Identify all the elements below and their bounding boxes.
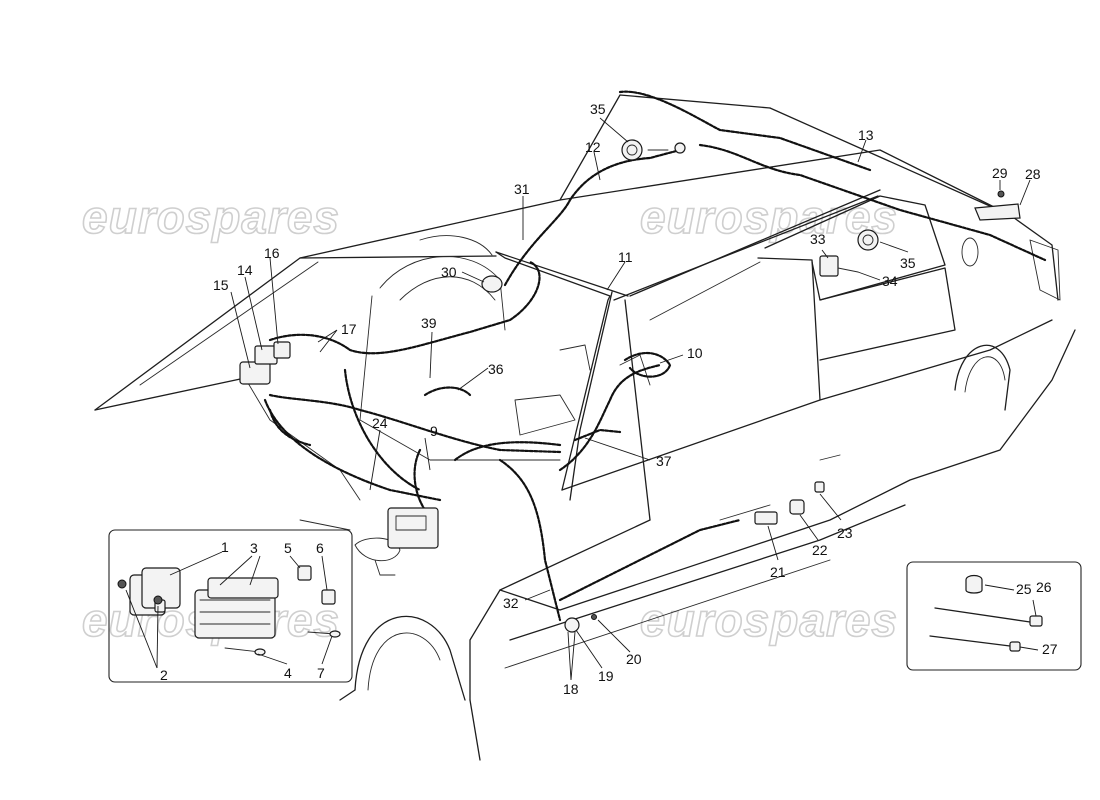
callout-36: 36 [488, 361, 504, 377]
relay-5 [297, 565, 312, 581]
callout-6: 6 [316, 540, 324, 556]
leader-lines [125, 117, 1039, 681]
callout-1: 1 [221, 539, 229, 555]
callout-24: 24 [372, 415, 388, 431]
callout-34: 34 [882, 273, 898, 289]
car-body [94, 94, 1076, 761]
callout-12: 12 [585, 139, 601, 155]
relay-33 [819, 255, 839, 277]
callout-7: 7 [317, 665, 325, 681]
callout-19: 19 [598, 668, 614, 684]
callout-22: 22 [812, 542, 828, 558]
callout-39: 39 [421, 315, 437, 331]
callout-29: 29 [992, 165, 1008, 181]
inset-box-right [906, 561, 1082, 671]
connector-21 [754, 511, 778, 525]
callout-35-rear: 35 [900, 255, 916, 271]
screw-2b [153, 595, 163, 605]
callout-11: 11 [618, 249, 633, 265]
callout-4: 4 [284, 665, 292, 681]
callout-25: 25 [1016, 581, 1032, 597]
watermark-top-left: eurospares [82, 191, 340, 243]
callout-15: 15 [213, 277, 229, 293]
watermark-group: eurospares eurospares eurospares eurospa… [81, 190, 898, 647]
watermark-bottom-right: eurospares [640, 594, 898, 646]
callout-16: 16 [264, 245, 280, 261]
inset-box-left [108, 529, 353, 683]
callout-37: 37 [656, 453, 672, 469]
callout-27: 27 [1042, 641, 1058, 657]
inset-ties [906, 561, 1082, 671]
lamp-35-rear [857, 229, 879, 251]
watermark-top-right: eurospares [640, 191, 898, 243]
components [239, 139, 1021, 633]
callout-labels: 1 2 3 4 5 6 7 9 10 11 12 13 14 15 16 17 … [160, 101, 1058, 697]
callout-28: 28 [1025, 166, 1041, 182]
callout-20: 20 [626, 651, 642, 667]
callout-2: 2 [160, 667, 168, 683]
relay-16 [273, 341, 291, 359]
callout-9: 9 [430, 423, 438, 439]
lamp-35-front [621, 139, 643, 161]
switch-23 [814, 481, 825, 493]
tie-27 [1009, 641, 1021, 652]
screw-2a [117, 579, 127, 589]
terminal-7 [329, 630, 341, 638]
callout-33: 33 [810, 231, 826, 247]
callout-14: 14 [237, 262, 253, 278]
callout-5: 5 [284, 540, 292, 556]
wiring-harness [263, 90, 1047, 622]
callout-23: 23 [837, 525, 853, 541]
callout-30: 30 [441, 264, 457, 280]
callout-26: 26 [1036, 579, 1052, 595]
callout-18: 18 [563, 681, 579, 697]
screw-20 [591, 614, 597, 620]
callout-21: 21 [770, 564, 786, 580]
inset-connectors [108, 529, 353, 683]
switch-22 [789, 499, 805, 515]
callout-13: 13 [858, 127, 874, 143]
callout-35-front: 35 [590, 101, 606, 117]
tie-26 [1029, 615, 1043, 627]
callout-3: 3 [250, 540, 258, 556]
terminal-4 [254, 648, 266, 656]
clip-25 [965, 574, 983, 594]
lamp-28 [974, 203, 1021, 221]
control-unit-24 [387, 507, 439, 549]
speaker-30 [481, 275, 503, 293]
callout-17: 17 [341, 321, 357, 337]
callout-10: 10 [687, 345, 703, 361]
switch-18 [564, 617, 580, 633]
callout-31: 31 [514, 181, 530, 197]
relay-group-15 [239, 361, 271, 385]
relay-6 [321, 589, 336, 605]
lamp-29 [997, 190, 1005, 198]
callout-32: 32 [503, 595, 519, 611]
